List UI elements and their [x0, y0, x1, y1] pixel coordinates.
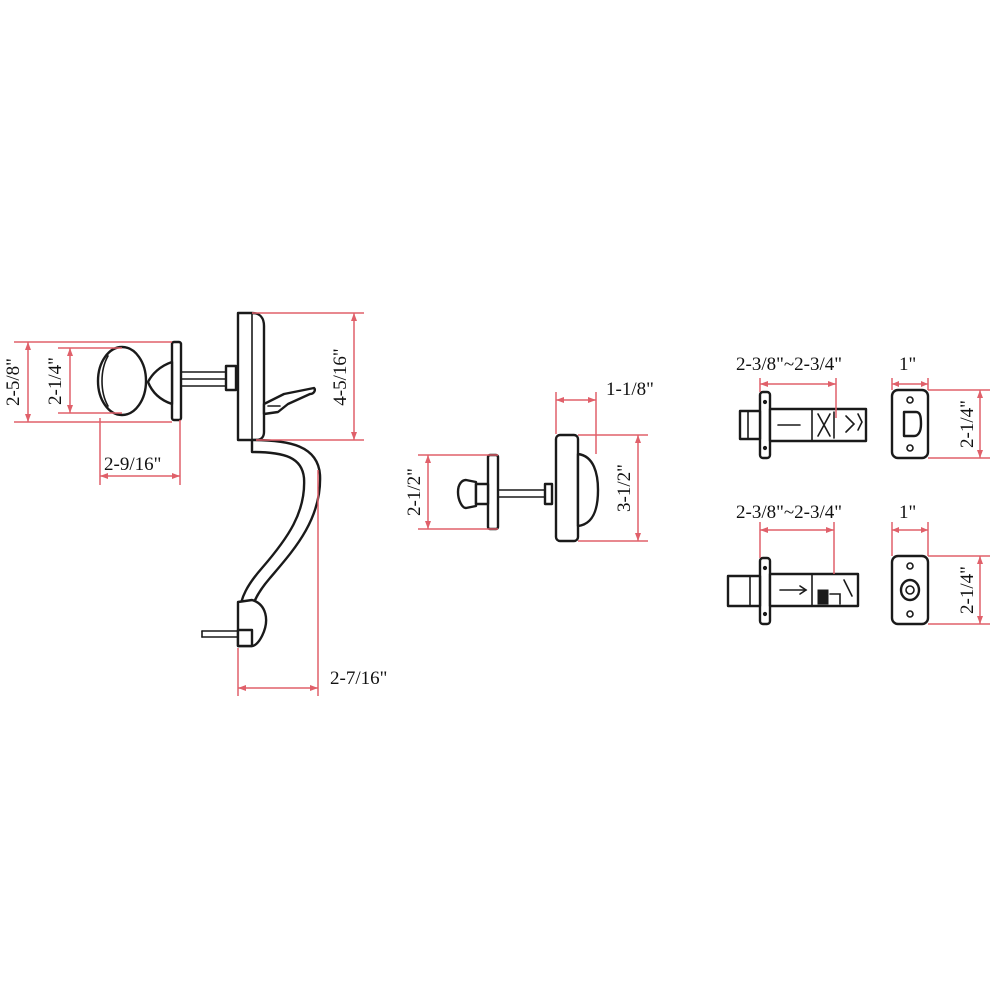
deadbolt-spindle: [497, 482, 554, 506]
label-handleset-projection: 2-7/16": [330, 668, 387, 689]
deadbolt-drawing: [456, 433, 600, 543]
handleset-bottom-escutcheon: [201, 598, 268, 648]
label-latch-backset: 2-3/8"~2-3/4": [736, 354, 842, 375]
label-latch-face-width: 1": [899, 354, 916, 375]
label-deadbolt-rose-height: 2-1/2": [404, 468, 425, 516]
handleset-drawing: [96, 311, 322, 648]
spindle: [180, 364, 238, 392]
label-bolt-face-height: 2-1/4": [957, 566, 978, 614]
interior-thumbturn: [456, 453, 500, 531]
bolt-faceplate: [758, 556, 772, 626]
exterior-cylinder: [554, 433, 600, 543]
bolt-throw: [726, 574, 762, 608]
label-knob-projection: 2-9/16": [104, 454, 161, 475]
bolt-face: [890, 554, 930, 626]
dimension-lines: [14, 312, 990, 696]
label-knob-overall-height: 2-5/8": [3, 358, 24, 406]
latch-drawing: [738, 388, 930, 460]
latch-faceplate: [758, 390, 772, 460]
label-latch-face-height: 2-1/4": [957, 400, 978, 448]
label-handleset-height: 4-5/16": [330, 348, 351, 405]
deadbolt-bolt-drawing: [726, 554, 930, 626]
label-deadbolt-exterior-height: 3-1/2": [614, 464, 635, 512]
bolt-housing: [768, 572, 860, 608]
latch-face: [890, 388, 930, 460]
label-knob-diameter: 2-1/4": [45, 357, 66, 405]
dimension-arrows: [25, 313, 983, 691]
thumb-lever: [262, 386, 316, 416]
latch-housing: [768, 407, 868, 443]
label-deadbolt-thumbturn-projection: 1-1/8": [606, 379, 654, 400]
label-bolt-face-width: 1": [899, 502, 916, 523]
handleset-escutcheon: [236, 311, 266, 442]
latch-bolt: [738, 409, 762, 441]
dimension-labels: 2-5/8" 2-1/4" 2-9/16" 4-5/16" 2-7/16" 2-…: [3, 348, 978, 689]
interior-knob: [96, 340, 183, 422]
grip-handle: [238, 438, 322, 614]
label-bolt-backset: 2-3/8"~2-3/4": [736, 502, 842, 523]
